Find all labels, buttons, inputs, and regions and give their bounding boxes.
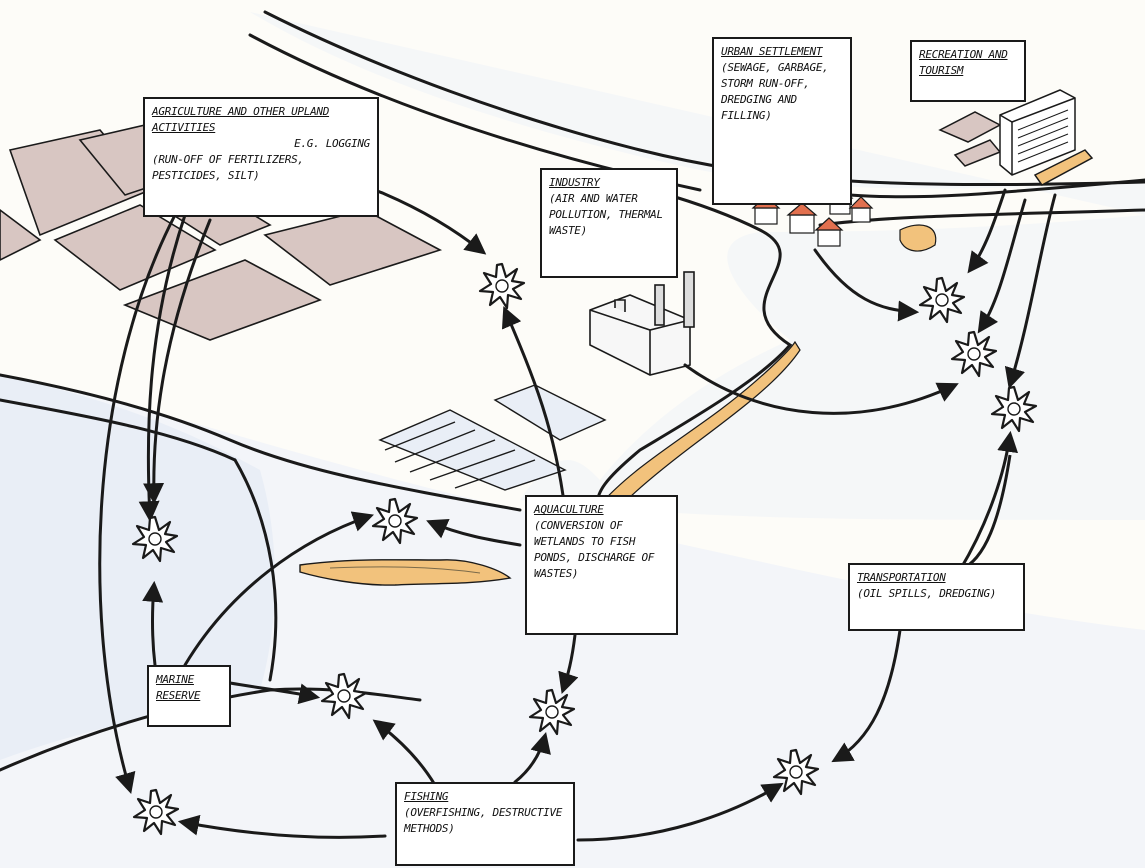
- arrow-fishing-left: [177, 814, 387, 839]
- hotel-illustration: [938, 89, 1094, 186]
- fishing-title: FISHING: [404, 790, 449, 803]
- fish-ponds: [378, 384, 607, 491]
- arrow-recreation-3: [1004, 193, 1057, 390]
- arrow-marine-right: [228, 681, 321, 705]
- agriculture-note: E.G. LOGGING: [294, 136, 370, 150]
- urban-box: URBAN SETTLEMENT (SEWAGE, GARBAGE, STORM…: [712, 37, 852, 205]
- aquaculture-box: AQUACULTURE (CONVERSION OF WETLANDS TO F…: [525, 495, 678, 635]
- arrow-transport-down: [831, 628, 902, 763]
- industry-box: INDUSTRY (AIR AND WATER POLLUTION, THERM…: [540, 168, 678, 278]
- recreation-title: RECREATION AND TOURISM: [919, 48, 1008, 77]
- arrow-agri-to-bay-2: [143, 218, 212, 505]
- aquaculture-title: AQUACULTURE: [534, 503, 604, 516]
- coast-left-upper: [0, 373, 522, 512]
- factory-illustration: [589, 271, 695, 376]
- bay-water: [0, 375, 275, 760]
- arrow-fishing-up-2: [513, 731, 551, 784]
- fishing-box: FISHING (OVERFISHING, DESTRUCTIVE METHOD…: [395, 782, 575, 866]
- arrow-fishing-right: [576, 782, 784, 842]
- peninsula-edge: [233, 458, 278, 682]
- agriculture-box: AGRICULTURE AND OTHER UPLAND ACTIVITIES …: [143, 97, 379, 217]
- wetland-patch: [299, 559, 512, 586]
- river-bank-north: [263, 10, 1145, 187]
- arrow-aqua-up: [501, 306, 567, 512]
- urban-title: URBAN SETTLEMENT: [721, 45, 823, 58]
- recreation-box: RECREATION AND TOURISM: [910, 40, 1026, 102]
- sand-beach-town: [899, 224, 937, 252]
- arrow-marine-to-bay: [183, 511, 374, 667]
- arrow-industry: [683, 363, 959, 415]
- wetland-patch-shade: [329, 566, 481, 574]
- coast-right-upper: [848, 178, 1145, 199]
- agriculture-body: (RUN-OFF OF FERTILIZERS, PESTICIDES, SIL…: [152, 152, 304, 182]
- marine-title: MARINE RESERVE: [156, 673, 201, 702]
- river-bank-south: [558, 168, 793, 514]
- fishing-body: (OVERFISHING, DESTRUCTIVE METHODS): [404, 805, 563, 835]
- industry-body: (AIR AND WATER POLLUTION, THERMAL WASTE): [549, 191, 663, 237]
- arrow-aqua-left: [426, 519, 522, 547]
- sand-beach-river: [599, 340, 801, 516]
- urban-body: (SEWAGE, GARBAGE, STORM RUN-OFF, DREDGIN…: [721, 60, 829, 122]
- coast-bottom-left: [0, 687, 422, 772]
- farm-fields: [0, 124, 443, 341]
- starburst-icon: [478, 262, 526, 310]
- transportation-body: (OIL SPILLS, DREDGING): [857, 586, 997, 600]
- arrow-urban: [813, 248, 920, 322]
- agriculture-title: AGRICULTURE AND OTHER UPLAND ACTIVITIES: [152, 105, 330, 134]
- arrow-agri-to-far: [98, 213, 177, 795]
- arrow-aqua-down: [558, 633, 579, 694]
- marine-reserve-box: MARINE RESERVE: [147, 665, 231, 727]
- transportation-box: TRANSPORTATION (OIL SPILLS, DREDGING): [848, 563, 1025, 631]
- arrow-recreation-2: [977, 198, 1027, 334]
- arrow-recreation-1: [967, 188, 1007, 274]
- transportation-title: TRANSPORTATION: [857, 571, 946, 584]
- industry-title: INDUSTRY: [549, 176, 600, 189]
- aquaculture-body: (CONVERSION OF WETLANDS TO FISH PONDS, D…: [534, 518, 655, 580]
- river-water: [250, 12, 1145, 520]
- arrow-fishing-up: [372, 719, 437, 787]
- arrow-agri-to-bay: [138, 213, 187, 523]
- arrow-marine-up: [142, 580, 164, 667]
- arrow-transport-up: [958, 430, 1019, 572]
- coast-left-lower: [0, 398, 237, 462]
